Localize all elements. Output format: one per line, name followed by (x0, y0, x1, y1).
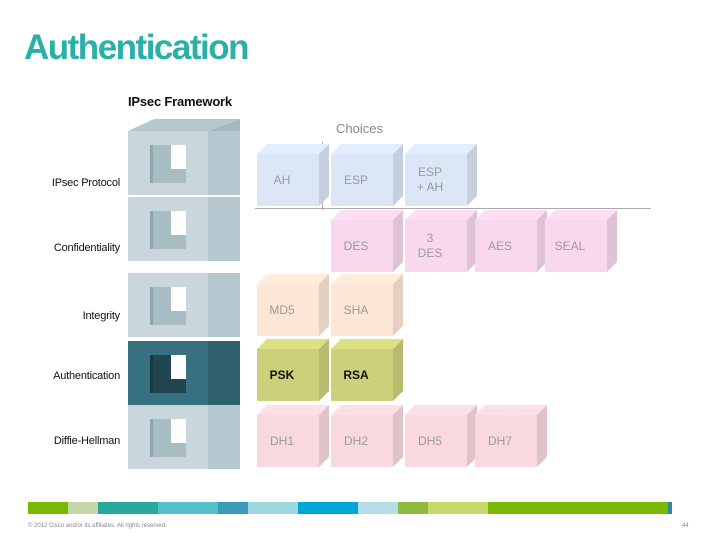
tower-cell-confidentiality (128, 197, 240, 261)
footer-bar-segment (488, 502, 668, 514)
tower-cell-authentication (128, 341, 240, 405)
window-icon (150, 145, 186, 183)
row-label-integrity: Integrity (82, 310, 121, 322)
choice-label: MD5 (269, 302, 295, 317)
choice-label: AH (273, 172, 291, 187)
choice-label: DH2 (343, 433, 368, 448)
ipsec-framework-tower (128, 131, 240, 469)
choice-dh2: DH2 (331, 405, 403, 467)
choice-aes: AES (475, 210, 547, 272)
row-label-diffie-hellman: Diffie-Hellman (53, 435, 120, 447)
window-icon (150, 419, 186, 457)
window-icon (150, 211, 186, 249)
choice-label: 3 DES (417, 231, 443, 260)
copyright-text: © 2012 Cisco and/or its affiliates. All … (28, 523, 167, 529)
slide-title: Authentication (24, 28, 249, 67)
choice-rsa: RSA (331, 339, 403, 401)
choice-label: DH7 (487, 433, 512, 448)
choice-label: DH1 (269, 433, 294, 448)
footer-bar-segment (358, 502, 398, 514)
choice-dh7: DH7 (475, 405, 547, 467)
tower-cell-ipsec-protocol (128, 131, 240, 195)
framework-title: IPsec Framework (128, 94, 232, 109)
window-icon (150, 287, 186, 325)
footer-bar-segment (98, 502, 158, 514)
choice-label: PSK (269, 367, 295, 382)
footer-bar-segment (68, 502, 98, 514)
choice-label: ESP + AH (416, 165, 444, 194)
choice-des: DES (331, 210, 403, 272)
tower-cell-diffie-hellman (128, 405, 240, 469)
choice-sha: SHA (331, 274, 403, 336)
choices-label: Choices (336, 121, 383, 136)
choice-3-des: 3 DES (405, 210, 477, 272)
footer-bar-segment (28, 502, 68, 514)
choices-separator-horizontal (255, 208, 651, 209)
choice-label: SHA (343, 302, 369, 317)
choice-seal: SEAL (545, 210, 617, 272)
choice-esp: ESP (331, 144, 403, 206)
choice-dh1: DH1 (257, 405, 329, 467)
footer-color-bar (28, 502, 672, 514)
choice-label: SEAL (554, 238, 586, 253)
choice-label: AES (487, 238, 512, 253)
footer-bar-segment (298, 502, 358, 514)
footer-bar-segment (218, 502, 248, 514)
row-label-confidentiality: Confidentiality (53, 242, 120, 254)
page-number: 44 (682, 523, 689, 529)
window-icon (150, 355, 186, 393)
choice-ah: AH (257, 144, 329, 206)
footer-bar-segment (158, 502, 218, 514)
row-label-ipsec-protocol: IPsec Protocol (51, 177, 120, 189)
footer-bar-segment (398, 502, 428, 514)
choice-esp-ah: ESP + AH (405, 144, 477, 206)
choice-md5: MD5 (257, 274, 329, 336)
tower-roof (128, 119, 240, 133)
choice-label: DES (343, 238, 369, 253)
choice-label: DH5 (417, 433, 442, 448)
choice-psk: PSK (257, 339, 329, 401)
footer-bar-segment (248, 502, 298, 514)
row-label-authentication: Authentication (53, 370, 120, 382)
tower-cell-integrity (128, 273, 240, 337)
choice-label: RSA (343, 367, 369, 382)
footer-bar-segment (428, 502, 488, 514)
footer-bar-segment (668, 502, 672, 514)
choice-dh5: DH5 (405, 405, 477, 467)
choice-label: ESP (343, 172, 368, 187)
